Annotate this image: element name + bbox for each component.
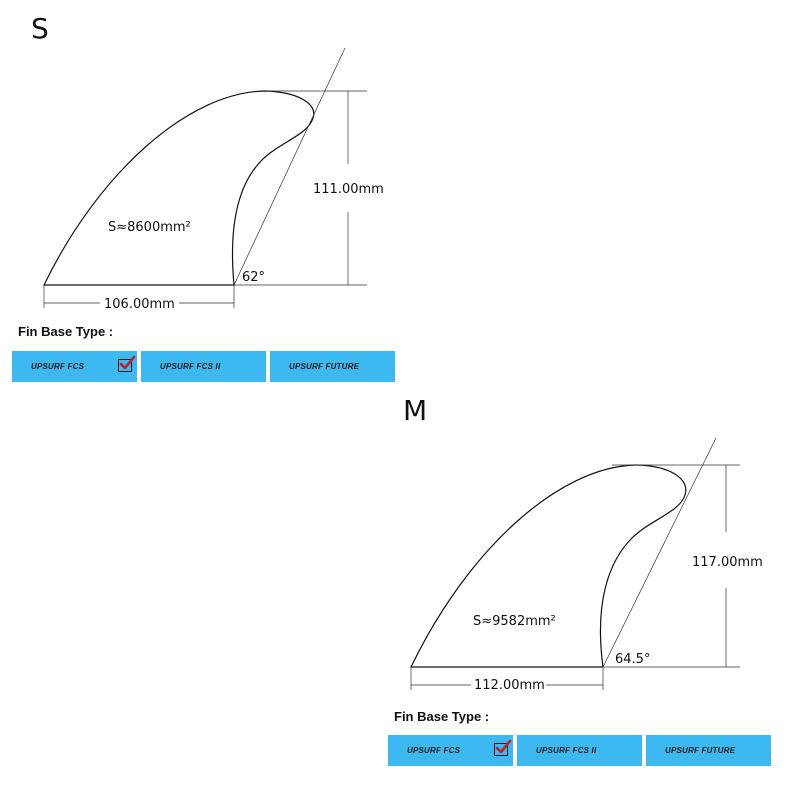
fin-outline-s [43, 90, 315, 286]
option-upsurf-fcs-ii-m[interactable]: UPSURF FCS II [517, 735, 642, 766]
area-label-s: S≈8600mm² [108, 220, 191, 235]
rake-line-s [233, 47, 346, 286]
option-label: UPSURF FCS II [160, 362, 221, 371]
fin-base-type-title-s: Fin Base Type : [18, 324, 114, 339]
option-upsurf-fcs-m[interactable]: UPSURF FCS [388, 735, 513, 766]
option-label: UPSURF FUTURE [665, 746, 736, 755]
checkbox-checked-icon [494, 739, 512, 756]
area-label-m: S≈9582mm² [473, 614, 556, 629]
fin-base-type-title-m: Fin Base Type : [394, 709, 490, 724]
fin-base-options-m: UPSURF FCS UPSURF FCS II UPSURF FUTURE [388, 735, 771, 766]
rake-line-m [602, 437, 717, 668]
option-upsurf-fcs-ii-s[interactable]: UPSURF FCS II [141, 351, 266, 382]
height-label-m: 117.00mm [692, 555, 763, 570]
size-label-s: S [31, 12, 49, 45]
angle-label-m: 64.5° [615, 652, 650, 667]
base-label-s: 106.00mm [104, 297, 175, 312]
option-upsurf-future-m[interactable]: UPSURF FUTURE [646, 735, 771, 766]
option-upsurf-fcs-s[interactable]: UPSURF FCS [12, 351, 137, 382]
angle-label-s: 62° [242, 270, 265, 285]
height-label-s: 111.00mm [313, 182, 384, 197]
fin-base-options-s: UPSURF FCS UPSURF FCS II UPSURF FUTURE [12, 351, 395, 382]
option-upsurf-future-s[interactable]: UPSURF FUTURE [270, 351, 395, 382]
base-label-m: 112.00mm [474, 678, 545, 693]
option-label: UPSURF FCS II [536, 746, 597, 755]
option-label: UPSURF FCS [31, 362, 85, 371]
option-label: UPSURF FCS [407, 746, 461, 755]
fin-outline-m [410, 464, 687, 668]
checkbox-checked-icon [118, 355, 136, 372]
size-label-m: M [403, 394, 428, 427]
option-label: UPSURF FUTURE [289, 362, 360, 371]
